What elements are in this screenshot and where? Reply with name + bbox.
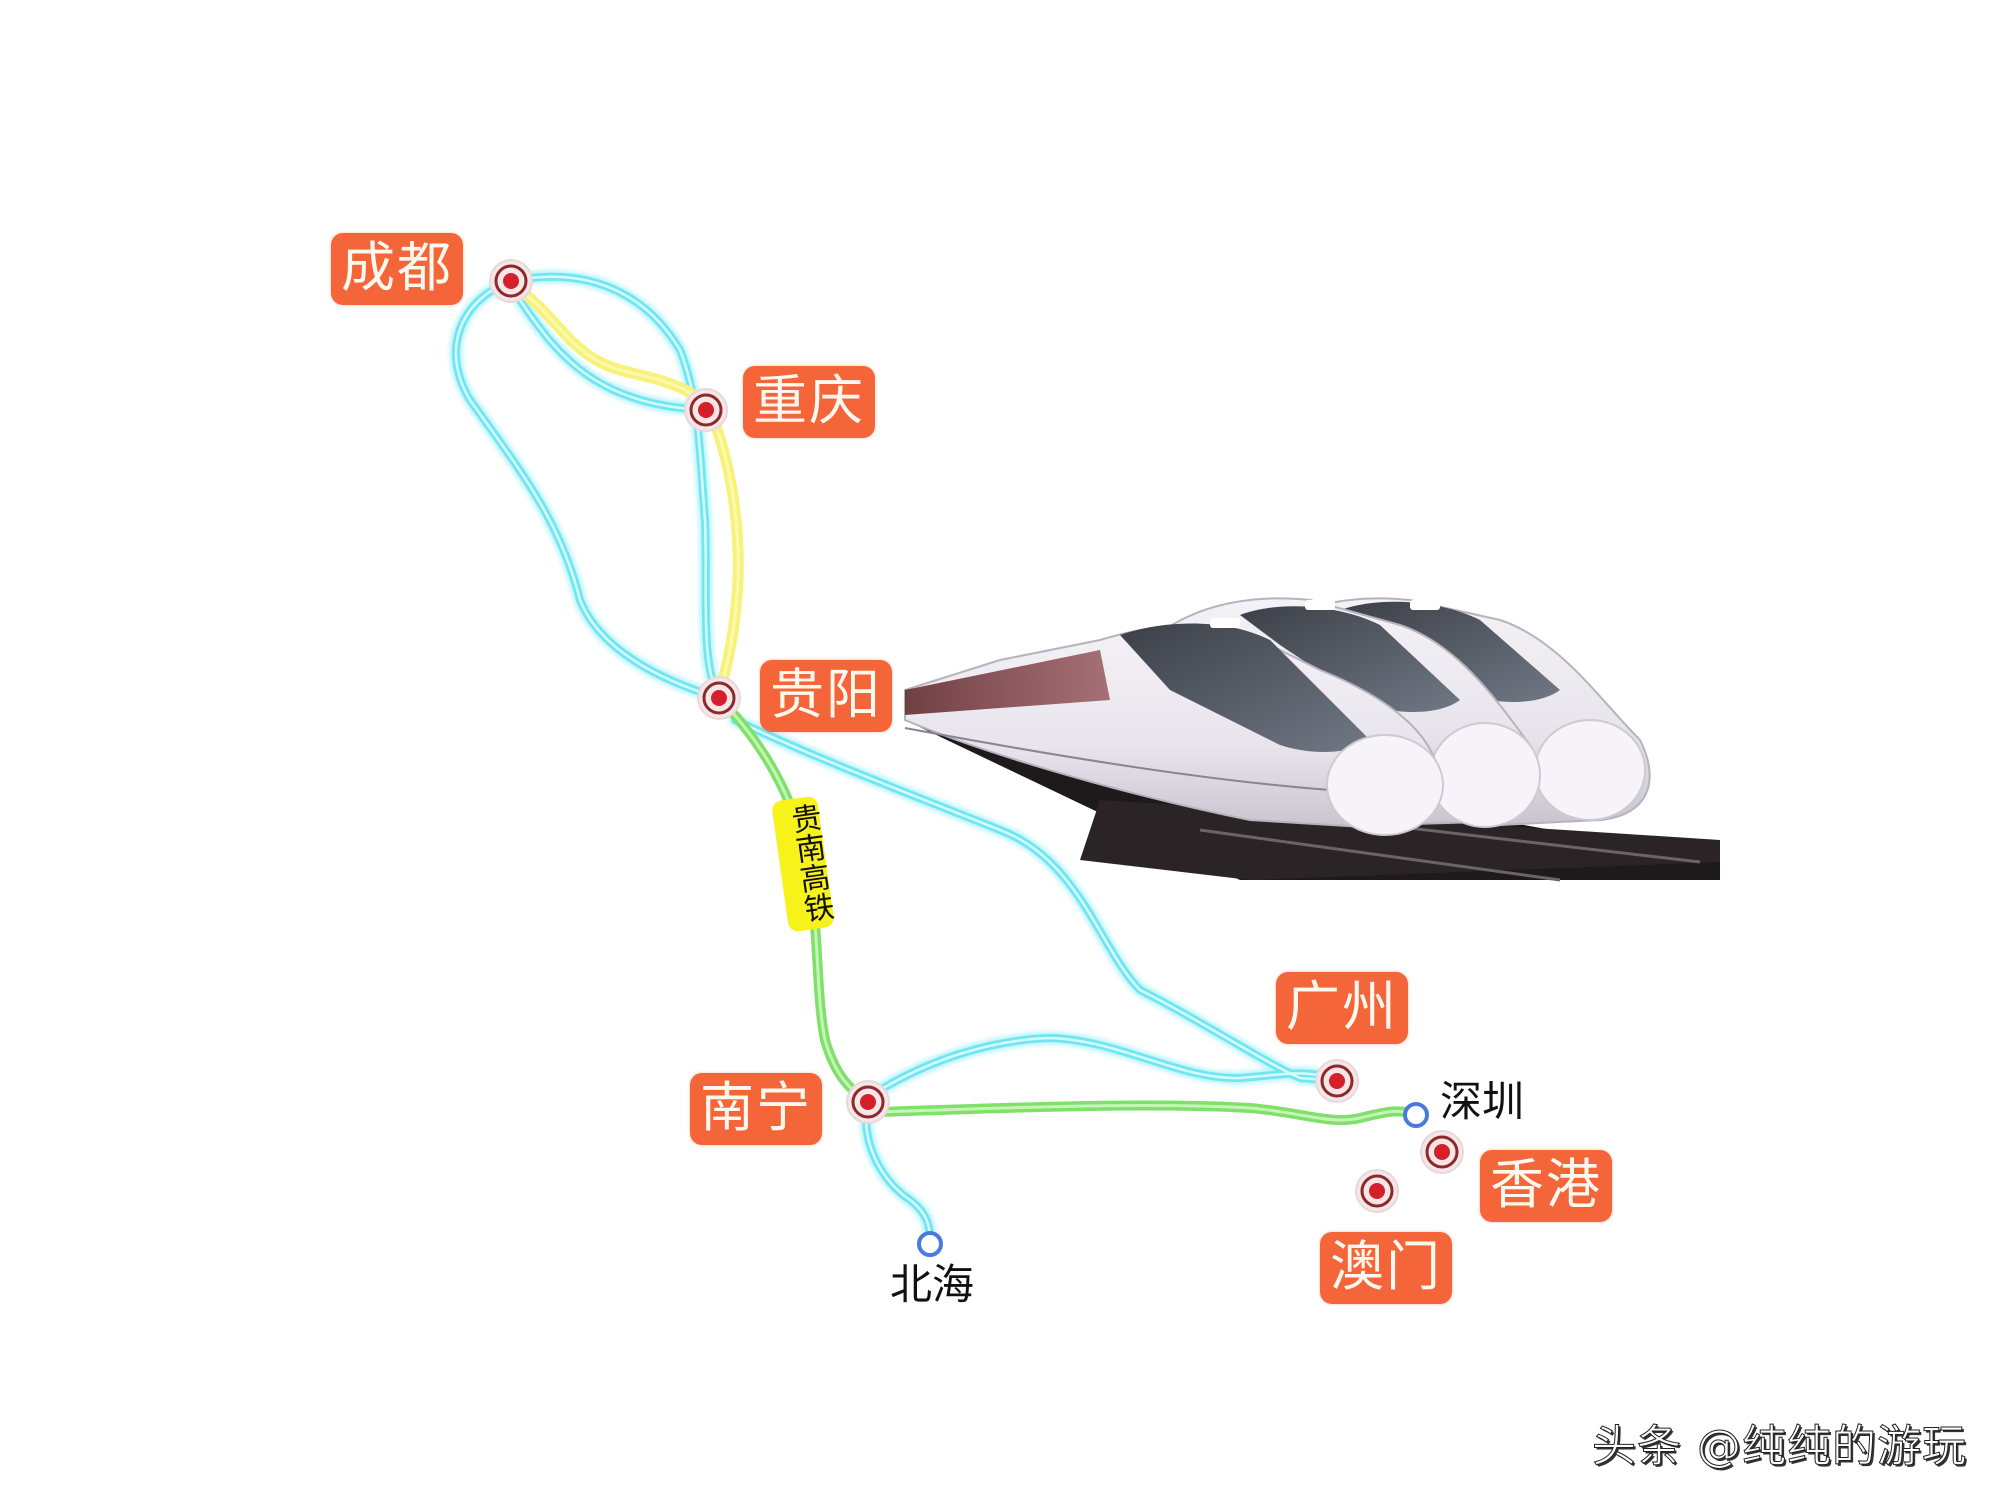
- city-label-macau[interactable]: 澳门: [1320, 1232, 1452, 1304]
- city-label-chongqing[interactable]: 重庆: [743, 366, 875, 438]
- station-beihai-icon[interactable]: [917, 1231, 943, 1257]
- station-chengdu-icon[interactable]: [489, 259, 533, 303]
- city-label-beihai[interactable]: 北海: [890, 1260, 975, 1309]
- city-label-shenzhen[interactable]: 深圳: [1440, 1077, 1525, 1126]
- city-label-chengdu[interactable]: 成都: [331, 233, 463, 305]
- city-label-nanning[interactable]: 南宁: [690, 1073, 822, 1145]
- station-nanning-icon[interactable]: [846, 1080, 890, 1124]
- high-speed-train-image: [904, 597, 1720, 882]
- city-label-guiyang[interactable]: 贵阳: [760, 660, 892, 732]
- station-chongqing-icon[interactable]: [684, 388, 728, 432]
- station-guiyang-icon[interactable]: [697, 676, 741, 720]
- city-label-hongkong[interactable]: 香港: [1480, 1150, 1612, 1222]
- station-hongkong-icon[interactable]: [1420, 1130, 1464, 1174]
- watermark: 头条 @纯纯的游玩: [1592, 1421, 1967, 1473]
- city-label-guangzhou[interactable]: 广州: [1276, 972, 1408, 1044]
- station-macau-icon[interactable]: [1355, 1169, 1399, 1213]
- station-shenzhen-icon[interactable]: [1403, 1102, 1429, 1128]
- route-lines-blue: [449, 270, 1344, 1251]
- station-markers: [489, 259, 1464, 1257]
- station-guangzhou-icon[interactable]: [1315, 1059, 1359, 1103]
